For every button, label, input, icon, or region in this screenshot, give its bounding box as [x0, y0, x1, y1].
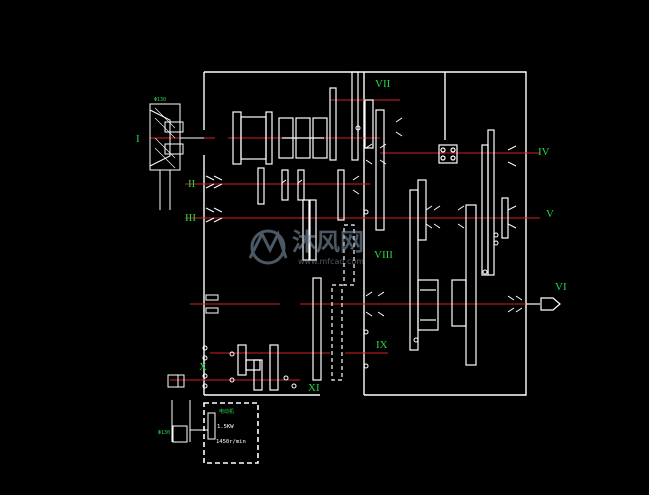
label-shaft-III: III: [185, 212, 196, 224]
watermark-name: 沐风网: [292, 228, 364, 256]
label-shaft-V: V: [546, 208, 554, 220]
motor-pulley-diameter-label: Φ130: [158, 430, 170, 436]
label-shaft-VII: VII: [375, 78, 391, 90]
watermark-logo-icon: [248, 229, 288, 265]
motor-pulley: [167, 374, 191, 443]
shaft-axes: [150, 99, 540, 381]
watermark-url: www.mfcad.com: [298, 257, 364, 266]
label-shaft-X: X: [199, 361, 207, 373]
label-shaft-II: II: [188, 178, 196, 190]
label-shaft-XI: XI: [308, 382, 320, 394]
motor-title: 电动机: [219, 408, 234, 415]
pulley: [149, 103, 204, 210]
bearing-marks: [229, 117, 523, 389]
motor-box: [190, 402, 259, 464]
label-shaft-VI: VI: [555, 281, 567, 293]
label-shaft-IX: IX: [376, 339, 388, 351]
label-shaft-I: I: [136, 133, 140, 145]
label-shaft-IV: IV: [538, 146, 550, 158]
gear-elements: [232, 71, 509, 391]
left-wall-bearings: [202, 175, 223, 389]
pulley-diameter-label: Φ130: [154, 97, 166, 103]
output-shaft-end: [526, 297, 561, 311]
label-shaft-VIII: VIII: [374, 249, 393, 261]
motor-power: 1.5KW: [217, 424, 234, 430]
watermark: 沐风网 www.mfcad.com: [248, 228, 364, 266]
gearbox-frame: [203, 71, 527, 396]
motor-speed: 1450r/min: [216, 439, 246, 445]
